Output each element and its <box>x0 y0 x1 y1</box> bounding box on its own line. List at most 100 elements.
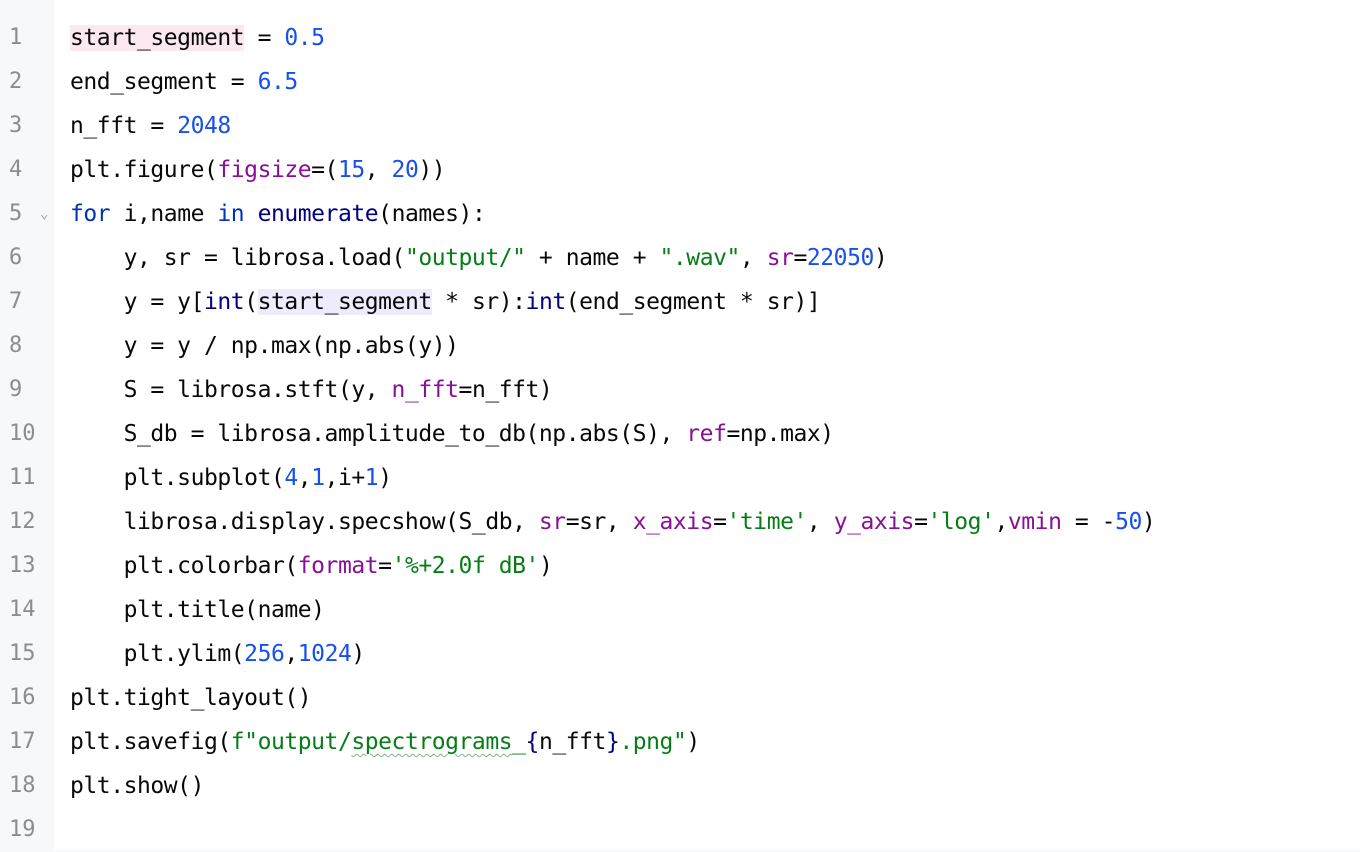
indent <box>70 641 124 667</box>
line-number-text: 3 <box>9 113 23 138</box>
code-token: format <box>297 553 379 579</box>
code-token: ) <box>378 465 392 491</box>
code-token: start_segment <box>70 25 245 51</box>
code-line[interactable]: plt.colorbar(format='%+2.0f dB') <box>70 544 553 588</box>
indent <box>70 465 124 491</box>
code-token: enumerate <box>257 201 379 227</box>
line-number[interactable]: 17 <box>0 720 54 764</box>
code-line[interactable]: y = y[int(start_segment * sr):int(end_se… <box>70 280 821 324</box>
code-token: '%+2.0f dB' <box>391 553 540 579</box>
code-token: * sr): <box>431 289 526 315</box>
line-number[interactable]: 8 <box>0 324 54 368</box>
code-token: 6.5 <box>257 69 299 95</box>
line-number[interactable]: 11 <box>0 456 54 500</box>
line-number[interactable]: 19 <box>0 808 54 852</box>
code-line[interactable]: y, sr = librosa.load("output/" + name + … <box>70 236 888 280</box>
indent <box>70 245 124 271</box>
line-number[interactable]: 6 <box>0 236 54 280</box>
code-token: 'log' <box>927 509 995 535</box>
code-token: plt.ylim( <box>123 641 245 667</box>
line-number-text: 2 <box>9 69 23 94</box>
code-token: librosa.display.specshow(S_db, <box>123 509 539 535</box>
code-token: , <box>297 465 312 491</box>
code-token: 15 <box>337 157 365 183</box>
code-token: =n_fft) <box>458 377 553 403</box>
line-number-text: 13 <box>9 553 36 578</box>
code-token: ".wav" <box>659 245 741 271</box>
code-token: sr <box>766 245 794 271</box>
line-number-text: 11 <box>9 465 36 490</box>
line-number[interactable]: 18 <box>0 764 54 808</box>
line-number[interactable]: 4 <box>0 148 54 192</box>
code-line[interactable]: plt.show() <box>70 764 204 808</box>
code-line[interactable]: S = librosa.stft(y, n_fft=n_fft) <box>70 368 553 412</box>
line-number-text: 19 <box>9 817 36 842</box>
code-token: in <box>217 201 245 227</box>
code-token: 0.5 <box>284 25 325 51</box>
line-number-text: 7 <box>9 289 23 314</box>
line-number[interactable]: 10 <box>0 412 54 456</box>
code-token: , <box>806 509 834 535</box>
code-token: y, sr = librosa.load( <box>123 245 406 271</box>
code-token: sr <box>538 509 566 535</box>
code-token: 20 <box>391 157 419 183</box>
code-token: 22050 <box>806 245 874 271</box>
code-token: figsize <box>217 157 312 183</box>
code-token: } <box>605 729 620 755</box>
code-line[interactable]: plt.figure(figsize=(15, 20)) <box>70 148 446 192</box>
code-token: )) <box>418 157 446 183</box>
code-token: = - <box>1061 509 1116 535</box>
code-line[interactable]: plt.title(name) <box>70 588 325 632</box>
indent <box>70 553 124 579</box>
code-line[interactable]: S_db = librosa.amplitude_to_db(np.abs(S)… <box>70 412 835 456</box>
code-token: ) <box>351 641 365 667</box>
code-token: , <box>284 641 298 667</box>
line-number[interactable]: 2 <box>0 60 54 104</box>
code-token: y = y[ <box>123 289 205 315</box>
chevron-down-icon[interactable]: ⌄ <box>40 206 49 222</box>
code-token: 'time' <box>726 509 808 535</box>
code-token: = <box>713 509 727 535</box>
line-number[interactable]: 16 <box>0 676 54 720</box>
code-token: = <box>793 245 807 271</box>
line-number-text: 12 <box>9 509 36 534</box>
code-line[interactable]: end_segment = 6.5 <box>70 60 298 104</box>
code-line[interactable]: plt.subplot(4,1,i+1) <box>70 456 392 500</box>
line-number[interactable]: 14 <box>0 588 54 632</box>
code-token: vmin <box>1007 509 1062 535</box>
code-line[interactable]: n_fft = 2048 <box>70 104 231 148</box>
code-token: =np.max) <box>726 421 834 447</box>
code-line[interactable]: start_segment = 0.5 <box>70 16 325 60</box>
code-token: = <box>378 553 392 579</box>
code-line[interactable]: y = y / np.max(np.abs(y)) <box>70 324 459 368</box>
code-line[interactable]: librosa.display.specshow(S_db, sr=sr, x_… <box>70 500 1156 544</box>
code-line[interactable]: plt.tight_layout() <box>70 676 312 720</box>
code-token: 50 <box>1115 509 1142 535</box>
line-number[interactable]: 12 <box>0 500 54 544</box>
line-number[interactable]: 5⌄ <box>0 192 54 236</box>
code-line[interactable]: for i,name in enumerate(names): <box>70 192 486 236</box>
line-number[interactable]: 1 <box>0 16 54 60</box>
line-number[interactable]: 9 <box>0 368 54 412</box>
code-token: ) <box>538 553 553 579</box>
code-token: ref <box>686 421 727 447</box>
code-token: end_segment = <box>70 69 258 95</box>
code-line[interactable]: plt.savefig(f"output/spectrograms_{n_fft… <box>70 720 700 764</box>
code-token: 256 <box>244 641 285 667</box>
line-number[interactable]: 15 <box>0 632 54 676</box>
line-number[interactable]: 7 <box>0 280 54 324</box>
code-token: (names): <box>378 201 486 227</box>
code-token: ,i+ <box>324 465 366 491</box>
code-token: S = librosa.stft(y, <box>123 377 392 403</box>
line-number-text: 1 <box>9 25 23 50</box>
line-number[interactable]: 13 <box>0 544 54 588</box>
line-number[interactable]: 3 <box>0 104 54 148</box>
code-token: , <box>739 245 767 271</box>
line-number-text: 14 <box>9 597 36 622</box>
code-line[interactable]: plt.ylim(256,1024) <box>70 632 366 676</box>
line-number-text: 16 <box>9 685 36 710</box>
code-token: = <box>914 509 928 535</box>
